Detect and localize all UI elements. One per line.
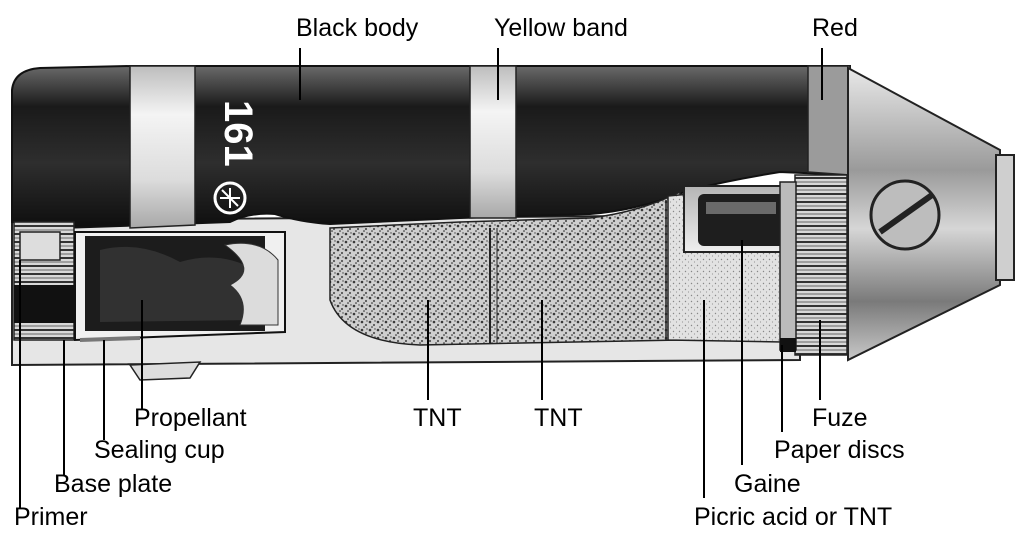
marking-emblem [213,181,247,215]
label-paper-discs: Paper discs [774,436,905,464]
label-yellow-band: Yellow band [494,14,628,42]
label-tnt-2: TNT [534,404,583,432]
fuze-tip [995,154,1015,281]
yellow-band [469,65,517,219]
primer-rod [14,285,84,323]
label-primer: Primer [14,503,88,531]
label-tnt-1: TNT [413,404,462,432]
label-red: Red [812,14,858,42]
gaine [698,194,786,246]
label-propellant: Propellant [134,404,247,432]
label-sealing-cup: Sealing cup [94,436,225,464]
label-fuze: Fuze [812,404,868,432]
red-band [807,65,851,176]
sealing-cup-outline [80,336,140,342]
shell-marking: 161 [216,100,260,167]
driving-band [129,65,196,229]
label-gaine: Gaine [734,470,801,498]
label-base-plate: Base plate [54,470,173,498]
paper-discs [779,181,797,351]
label-black-body: Black body [296,14,419,42]
label-picric-acid: Picric acid or TNT [694,503,893,531]
primer-cap [19,231,61,261]
